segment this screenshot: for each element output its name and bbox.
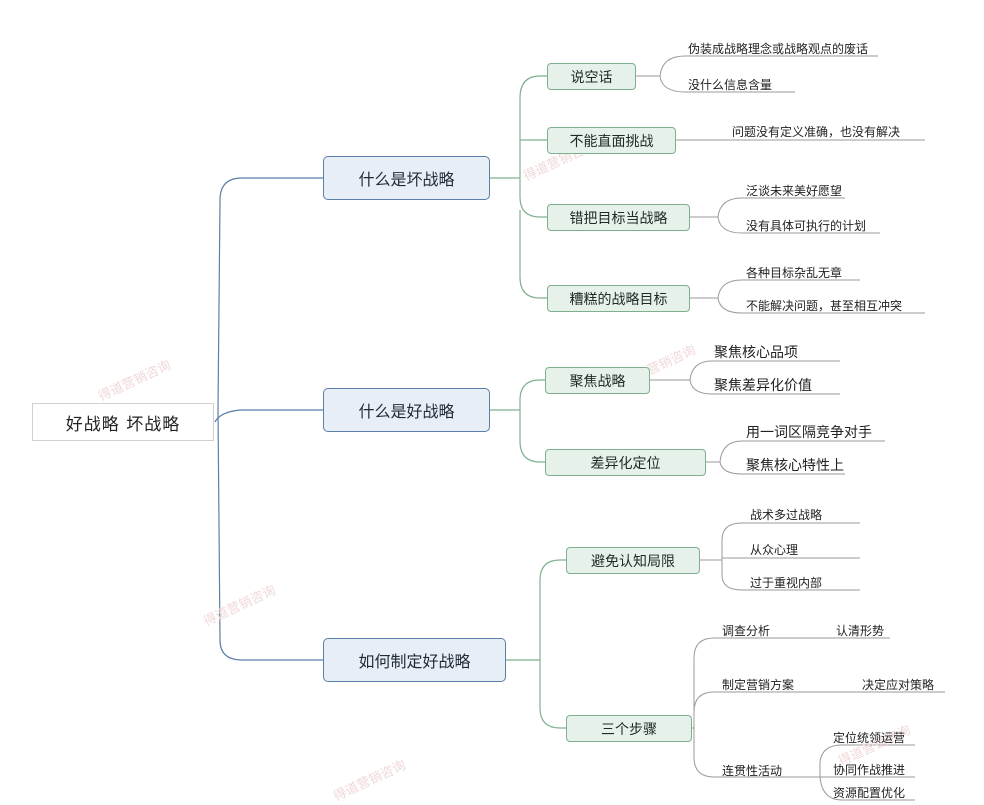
leaf-text[interactable]: 没有具体可执行的计划	[746, 219, 867, 233]
leaf-text[interactable]: 聚焦核心品项	[714, 345, 798, 361]
topic-focus-strategy[interactable]: 聚焦战略	[545, 367, 650, 394]
leaf-text[interactable]: 聚焦核心特性上	[746, 458, 844, 474]
step-label[interactable]: 制定营销方案	[722, 678, 795, 692]
leaf-text[interactable]: 各种目标杂乱无章	[746, 266, 843, 280]
leaf-text[interactable]: 过于重视内部	[750, 576, 823, 590]
leaf-text[interactable]: 不能解决问题，甚至相互冲突	[746, 299, 903, 313]
topic-empty-talk[interactable]: 说空话	[547, 63, 636, 90]
branch-make-strategy[interactable]: 如何制定好战略	[323, 638, 506, 682]
step-result[interactable]: 资源配置优化	[833, 786, 906, 800]
topic-goal-as-strategy[interactable]: 错把目标当战略	[547, 204, 690, 231]
leaf-text[interactable]: 用一词区隔竞争对手	[746, 425, 872, 441]
topic-bad-goals[interactable]: 糟糕的战略目标	[547, 285, 690, 312]
topic-avoid-limits[interactable]: 避免认知局限	[566, 547, 700, 574]
topic-no-challenge[interactable]: 不能直面挑战	[547, 127, 676, 154]
leaf-text[interactable]: 战术多过战略	[750, 508, 823, 522]
step-label[interactable]: 调查分析	[722, 624, 771, 638]
branch-good-strategy[interactable]: 什么是好战略	[323, 388, 490, 432]
leaf-text[interactable]: 聚焦差异化价值	[714, 378, 812, 394]
topic-three-steps[interactable]: 三个步骤	[566, 715, 692, 742]
step-result[interactable]: 认清形势	[836, 624, 885, 638]
step-result[interactable]: 决定应对策略	[862, 678, 935, 692]
leaf-text[interactable]: 问题没有定义准确，也没有解决	[732, 125, 901, 139]
root-node[interactable]: 好战略 坏战略	[32, 403, 214, 441]
step-result[interactable]: 定位统领运营	[833, 731, 906, 745]
leaf-text[interactable]: 从众心理	[750, 543, 799, 557]
leaf-text[interactable]: 伪装成战略理念或战略观点的废话	[688, 42, 869, 56]
step-result[interactable]: 协同作战推进	[833, 763, 906, 777]
leaf-text[interactable]: 泛谈未来美好愿望	[746, 184, 843, 198]
topic-differentiation[interactable]: 差异化定位	[545, 449, 706, 476]
branch-bad-strategy[interactable]: 什么是坏战略	[323, 156, 490, 200]
step-label[interactable]: 连贯性活动	[722, 764, 783, 778]
leaf-text[interactable]: 没什么信息含量	[688, 78, 773, 92]
